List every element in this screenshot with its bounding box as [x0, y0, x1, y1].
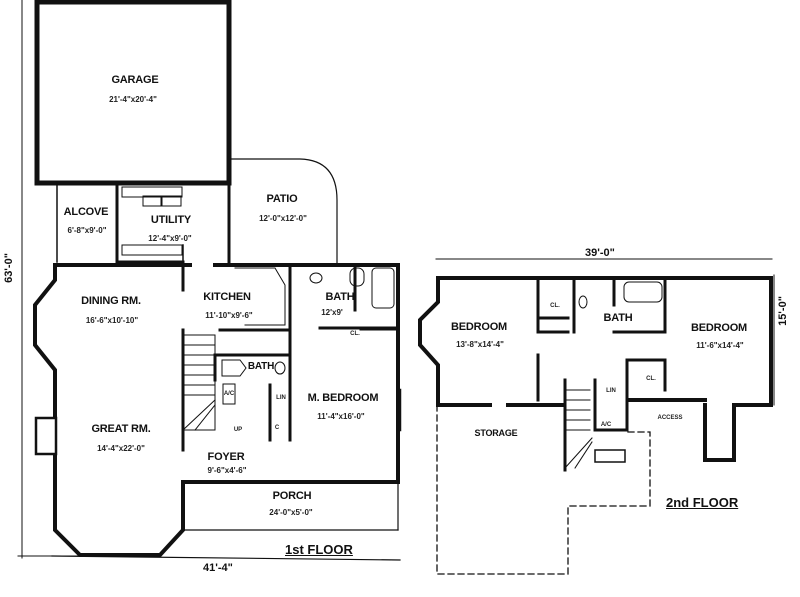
- room-label-foyer: FOYER: [207, 451, 245, 463]
- closet-label-left: CL.: [550, 303, 560, 309]
- room-label-dining: DINING RM.: [81, 295, 141, 307]
- room-label-alcove: ALCOVE: [63, 206, 109, 218]
- room-label-bedroom-right: BEDROOM: [690, 322, 748, 334]
- patio-outline: [230, 158, 338, 265]
- room-label-great-room: GREAT RM.: [91, 423, 151, 435]
- room-size-great-room: 14'-4"x22'-0": [97, 444, 145, 453]
- room-size-patio: 12'-0"x12'-0": [259, 214, 307, 223]
- room-label-half-bath: BATH: [247, 361, 275, 372]
- room-label-bedroom-left: BEDROOM: [450, 321, 508, 333]
- room-size-bedroom-left: 13'-8"x14'-4": [456, 340, 504, 349]
- second-floor-title: 2nd FLOOR: [666, 495, 739, 510]
- room-label-storage: STORAGE: [474, 428, 518, 438]
- fireplace: [34, 416, 58, 456]
- room-size-bath-master: 12'x9': [321, 308, 343, 317]
- second-floor-width-dim: 39'-0": [585, 247, 615, 259]
- room-size-bedroom-right: 11'-6"x14'-4": [696, 341, 744, 350]
- first-floor-width-dim: 41'-4": [203, 562, 233, 574]
- garage-walls: [34, 0, 232, 186]
- ac-label: A/C: [223, 391, 235, 397]
- room-label-bath-2nd: BATH: [603, 312, 633, 324]
- room-label-master-bedroom: M. BEDROOM: [307, 392, 379, 404]
- room-label-patio: PATIO: [266, 193, 298, 205]
- first-floor-title: 1st FLOOR: [285, 542, 353, 557]
- room-size-kitchen: 11'-10"x9'-6": [205, 311, 253, 320]
- storage-outline: [436, 404, 651, 575]
- room-label-bath-master: BATH: [325, 291, 355, 303]
- room-size-dining: 16'-6"x10'-10": [85, 316, 139, 325]
- room-size-master-bedroom: 11'-4"x16'-0": [317, 412, 365, 421]
- ac-label-2nd: A/C: [600, 422, 612, 428]
- room-label-kitchen: KITCHEN: [203, 291, 251, 303]
- room-size-garage: 21'-4"x20'-4": [109, 95, 157, 104]
- kitchen-counter: [234, 267, 286, 326]
- closet-label-right: CL.: [646, 376, 656, 382]
- linen-label: LIN: [276, 395, 286, 401]
- second-floor-interior-walls: [536, 278, 667, 472]
- second-floor-stairs: [564, 389, 593, 469]
- first-floor-depth-dim: 63'-0": [2, 253, 15, 283]
- closet-label: CL.: [350, 331, 360, 337]
- room-size-utility: 12'-4"x9'-0": [148, 234, 192, 243]
- second-floor-depth-dim: 15'-0": [776, 296, 789, 326]
- room-size-foyer: 9'-6"x4'-6": [207, 466, 247, 475]
- c-label: C: [274, 425, 280, 431]
- room-label-utility: UTILITY: [150, 214, 192, 226]
- room-label-porch: PORCH: [272, 490, 312, 502]
- second-floor-outer-walls: [418, 276, 773, 462]
- up-label: UP: [233, 427, 243, 433]
- room-label-garage: GARAGE: [111, 74, 159, 86]
- access-label: ACCESS: [657, 415, 683, 421]
- first-floor-outer-walls: [33, 263, 400, 557]
- room-size-alcove: 6'-8"x9'-0": [67, 226, 107, 235]
- linen-label-2nd: LIN: [606, 388, 616, 394]
- room-size-porch: 24'-0"x5'-0": [269, 508, 313, 517]
- porch-outline: [51, 481, 401, 561]
- first-floor-stairs: [182, 334, 216, 431]
- alcove-utility-walls: [56, 181, 231, 264]
